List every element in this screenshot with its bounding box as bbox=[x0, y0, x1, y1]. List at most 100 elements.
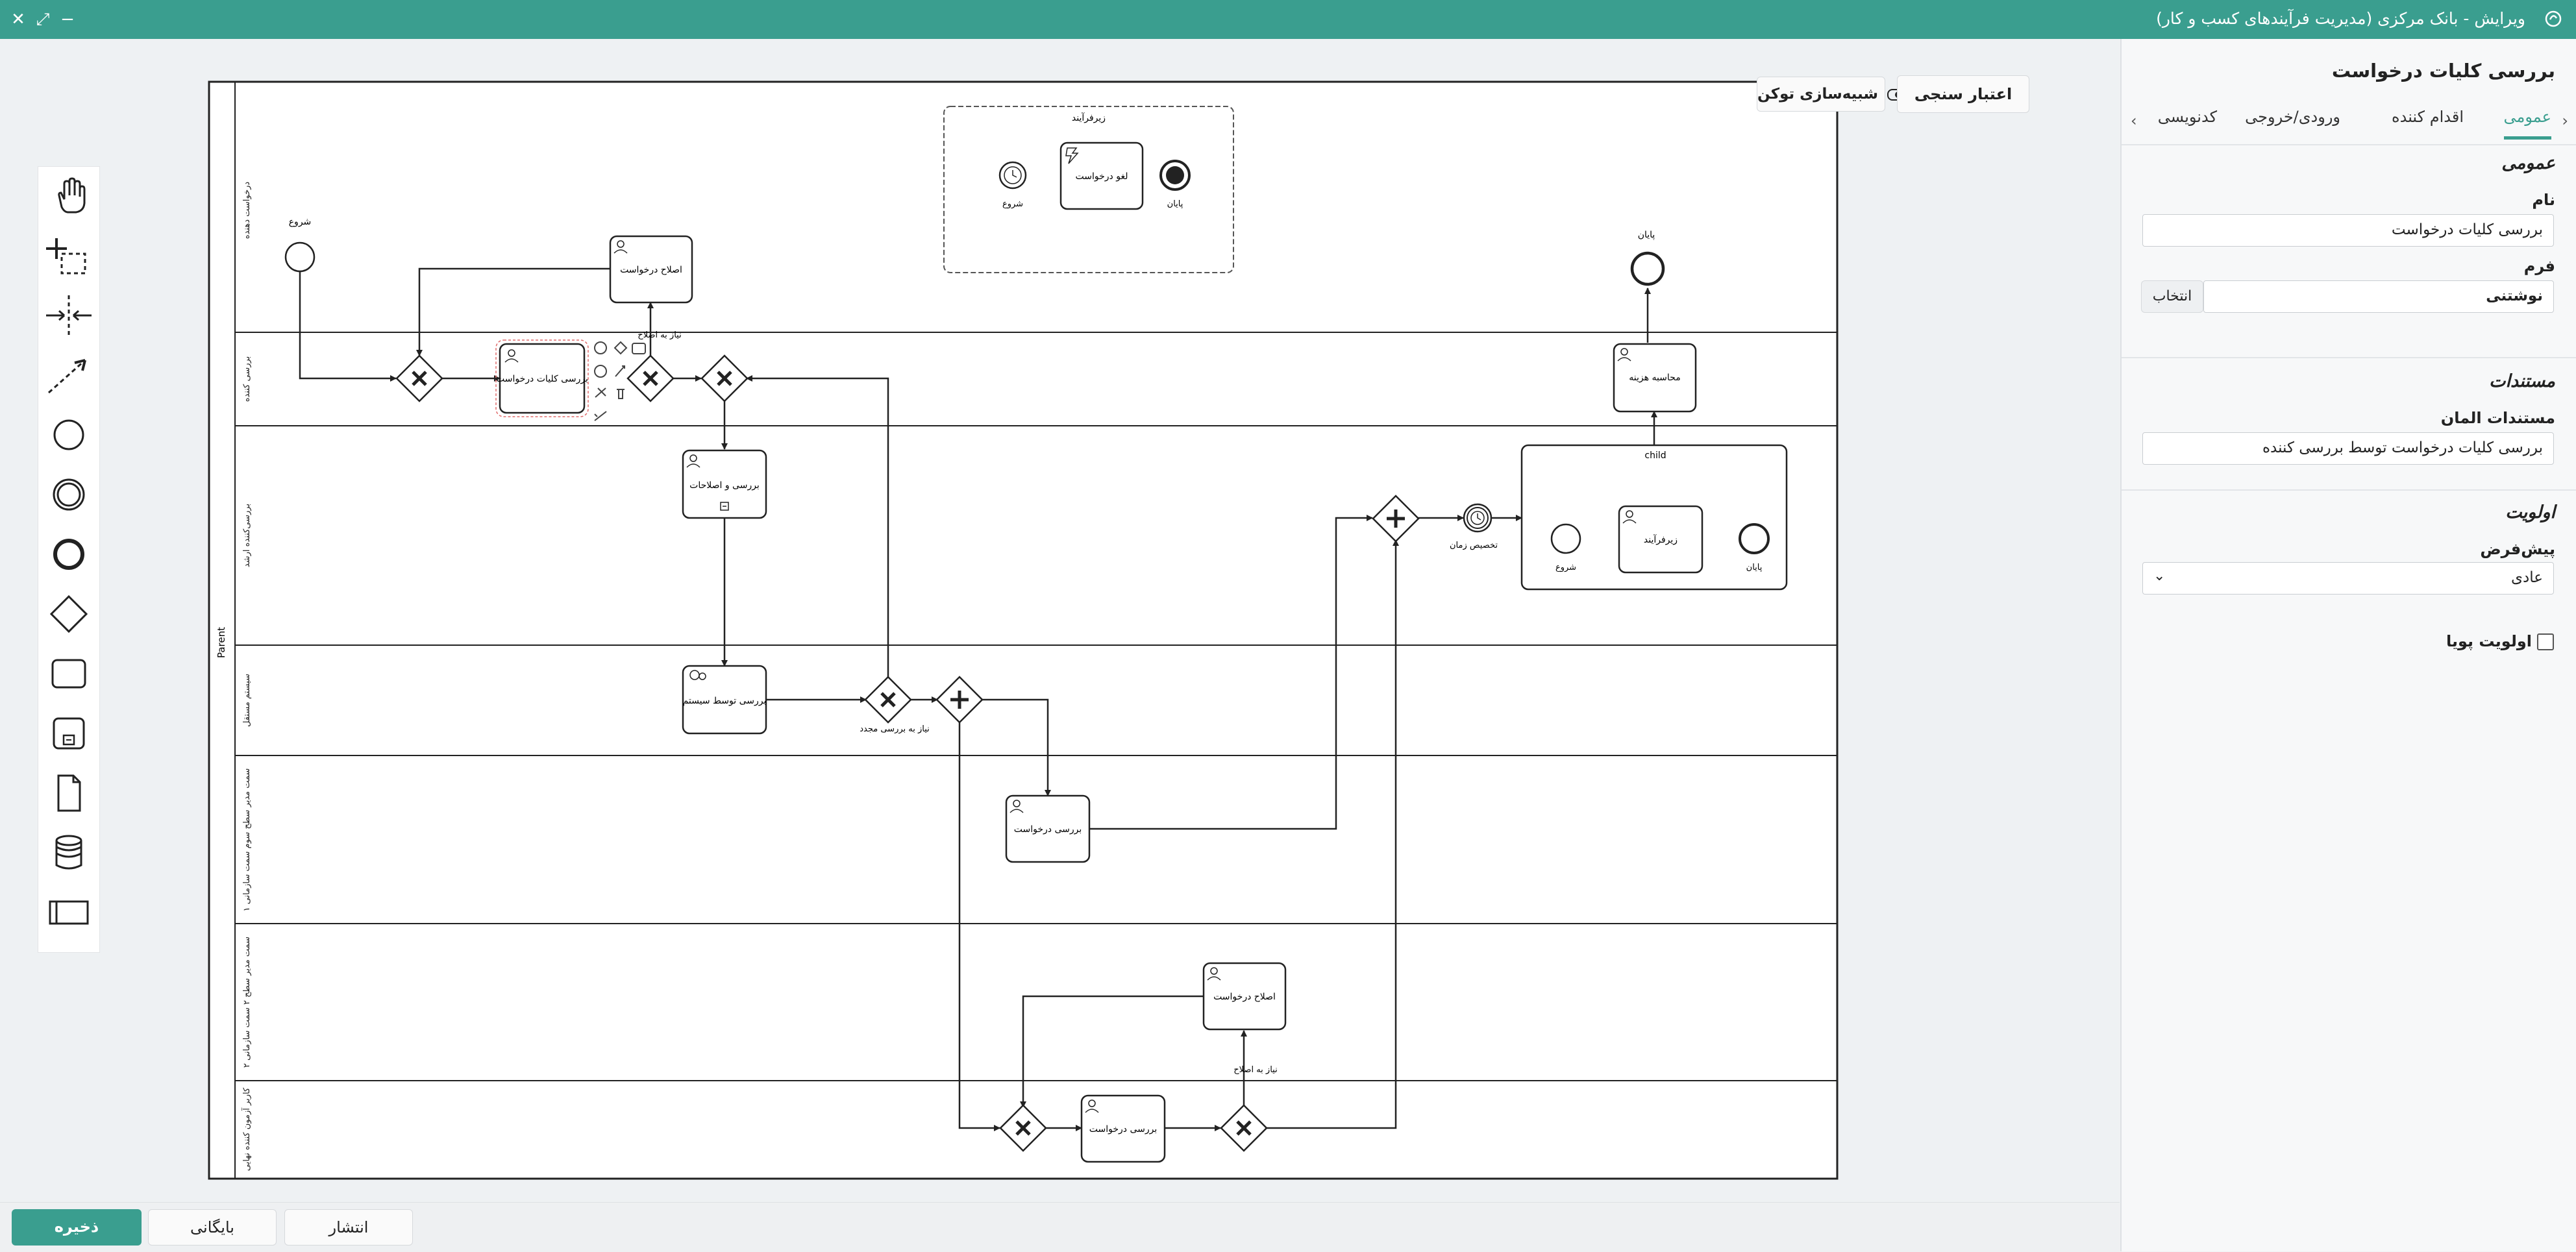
data-store-tool-icon[interactable] bbox=[38, 824, 99, 882]
publish-button[interactable]: انتشار bbox=[284, 1209, 413, 1246]
subprocess-timer-start-event[interactable] bbox=[998, 161, 1027, 190]
intermediate-event-tool-icon[interactable] bbox=[38, 465, 99, 524]
need-review-again-label: نیاز به بررسی مجدد bbox=[860, 724, 930, 734]
tool-palette bbox=[38, 166, 100, 953]
lane-label: بررسی کننده bbox=[242, 356, 252, 402]
save-label: ذخیره bbox=[54, 1218, 99, 1236]
hand-tool-icon[interactable] bbox=[38, 167, 99, 225]
exclusive-gateway[interactable] bbox=[395, 354, 443, 402]
subprocess-end-event[interactable] bbox=[1159, 160, 1191, 191]
subprocess-tool-icon[interactable] bbox=[38, 704, 99, 763]
child-end-label: پایان bbox=[1746, 563, 1763, 572]
subprocess-end-label: پایان bbox=[1167, 199, 1183, 209]
panel-title: بررسی کلیات درخواست bbox=[2331, 60, 2555, 82]
data-object-tool-icon[interactable] bbox=[38, 764, 99, 822]
validate-button[interactable]: اعتبار سنجی bbox=[1897, 75, 2029, 113]
task-fix-request-2[interactable] bbox=[1202, 962, 1287, 1031]
priority-select[interactable]: عادی ⌄ bbox=[2142, 562, 2554, 595]
tab-general[interactable]: عمومی bbox=[2503, 108, 2551, 140]
child-subprocess-title: child bbox=[1644, 450, 1666, 461]
subprocess-start-label: شروع bbox=[1002, 199, 1023, 209]
task-fix-request[interactable] bbox=[609, 235, 693, 304]
task-fix-request-label: اصلاح درخواست bbox=[620, 265, 682, 275]
context-pad[interactable] bbox=[594, 341, 646, 421]
task-cost-label: محاسبه هزینه bbox=[1629, 373, 1680, 383]
exclusive-gateway[interactable] bbox=[1220, 1104, 1268, 1152]
parallel-gateway[interactable] bbox=[1372, 495, 1420, 543]
exclusive-gateway[interactable] bbox=[999, 1104, 1047, 1152]
section-priority-heading: اولویت bbox=[2505, 502, 2555, 522]
docs-input[interactable]: بررسی کلیات درخواست توسط بررسی کننده bbox=[2142, 432, 2554, 465]
task-review-request[interactable] bbox=[1005, 794, 1091, 863]
start-event[interactable] bbox=[284, 241, 316, 273]
task-review-general[interactable] bbox=[495, 339, 589, 417]
bpmn-diagram[interactable]: Parent درخواست دهنده بررسی کننده بررسی‌ک… bbox=[0, 39, 2120, 1202]
task-tool-icon[interactable] bbox=[38, 644, 99, 703]
exclusive-gateway[interactable] bbox=[700, 354, 749, 402]
title-bar: ✕ ⤢ − ویرایش - بانک مرکزی (مدیریت فرآیند… bbox=[0, 0, 2576, 39]
subprocess-task[interactable] bbox=[1059, 141, 1144, 210]
lane-label: سیستم مستقل bbox=[242, 674, 252, 727]
tab-performer[interactable]: اقدام کننده bbox=[2392, 108, 2464, 126]
validate-label: اعتبار سنجی bbox=[1914, 85, 2012, 103]
maximize-icon[interactable]: ⤢ bbox=[36, 10, 50, 29]
timer-event-label: تخصیص زمان bbox=[1450, 541, 1498, 550]
task-review-request-2-label: بررسی درخواست bbox=[1089, 1124, 1157, 1135]
end-event[interactable] bbox=[1630, 251, 1665, 286]
start-event-label: شروع bbox=[289, 217, 312, 227]
archive-button[interactable]: بایگانی bbox=[148, 1209, 277, 1246]
start-event-tool-icon[interactable] bbox=[38, 406, 99, 464]
lane-label: سمت مدیر سطح سوم سمت سازمانی ۱ bbox=[242, 768, 252, 912]
token-simulation-button[interactable]: شبیه‌سازی توکن bbox=[1757, 77, 1905, 112]
task-review-general-label: بررسی کلیات درخواست bbox=[496, 374, 588, 384]
minimize-icon[interactable]: − bbox=[60, 10, 75, 29]
task-system-review[interactable] bbox=[682, 665, 767, 735]
diagram-canvas[interactable]: Parent درخواست دهنده بررسی کننده بررسی‌ک… bbox=[0, 39, 2120, 1202]
need-fix-2-label: نیاز به اصلاح bbox=[1233, 1065, 1277, 1075]
name-input[interactable]: بررسی کلیات درخواست bbox=[2142, 214, 2554, 247]
task-review-request-2[interactable] bbox=[1080, 1094, 1166, 1163]
space-tool-icon[interactable] bbox=[38, 286, 99, 345]
dynamic-priority-checkbox[interactable] bbox=[2537, 633, 2554, 650]
dynamic-priority-label: اولویت پویا bbox=[2446, 632, 2532, 650]
save-button[interactable]: ذخیره bbox=[12, 1209, 142, 1246]
connect-tool-icon[interactable] bbox=[38, 346, 99, 404]
section-docs-heading: مستندات bbox=[2489, 371, 2555, 391]
priority-value: عادی bbox=[2511, 569, 2543, 586]
task-review-fixes[interactable] bbox=[682, 449, 767, 519]
docs-label: مستندات المان bbox=[2440, 409, 2555, 427]
parallel-gateway[interactable] bbox=[935, 676, 984, 724]
task-system-review-label: بررسی توسط سیستم bbox=[683, 696, 767, 706]
archive-label: بایگانی bbox=[190, 1218, 234, 1236]
need-fix-label: نیاز به اصلاح bbox=[638, 330, 681, 340]
lane-label: سمت مدیر سطح ۲ سمت سازمانی ۲ bbox=[242, 937, 252, 1068]
child-task[interactable] bbox=[1618, 505, 1703, 574]
gateway-tool-icon[interactable] bbox=[38, 585, 99, 643]
task-cost-calculation[interactable] bbox=[1613, 343, 1697, 413]
pool-tool-icon[interactable] bbox=[38, 883, 99, 942]
tabs-scroll-right-icon[interactable]: ‹ bbox=[2562, 112, 2568, 130]
form-select-button[interactable]: انتخاب bbox=[2141, 280, 2203, 313]
subprocess-task-label: لغو درخواست bbox=[1076, 171, 1128, 182]
tab-input-output[interactable]: ورودی/خروجی bbox=[2245, 108, 2340, 126]
footer-bar: ذخیره بایگانی انتشار bbox=[0, 1202, 2120, 1252]
properties-panel: بررسی کلیات درخواست ‹ عمومی اقدام کننده … bbox=[2120, 39, 2576, 1251]
tabs-scroll-left-icon[interactable]: › bbox=[2131, 112, 2137, 130]
form-input[interactable]: نوشتنی bbox=[2203, 280, 2554, 313]
child-start-event[interactable] bbox=[1550, 523, 1581, 554]
exclusive-gateway[interactable] bbox=[864, 676, 912, 724]
pool-label: Parent bbox=[216, 627, 227, 658]
window-title: ویرایش - بانک مرکزی (مدیریت فرآیندهای کس… bbox=[2156, 9, 2525, 28]
exclusive-gateway[interactable] bbox=[626, 354, 675, 402]
child-end-event[interactable] bbox=[1739, 523, 1770, 554]
tab-scripting[interactable]: کدنویسی bbox=[2157, 108, 2217, 126]
timer-event[interactable] bbox=[1463, 503, 1492, 533]
close-icon[interactable]: ✕ bbox=[11, 10, 25, 29]
form-label: فرم bbox=[2523, 257, 2555, 275]
lasso-tool-icon[interactable] bbox=[38, 227, 99, 285]
end-event-tool-icon[interactable] bbox=[38, 525, 99, 583]
child-task-label: زیرفرآیند bbox=[1644, 534, 1678, 545]
app-logo-icon bbox=[2545, 10, 2562, 27]
task-review-request-label: بررسی درخواست bbox=[1014, 824, 1082, 835]
lane-label: بررسی‌کننده ارشد bbox=[242, 504, 252, 567]
